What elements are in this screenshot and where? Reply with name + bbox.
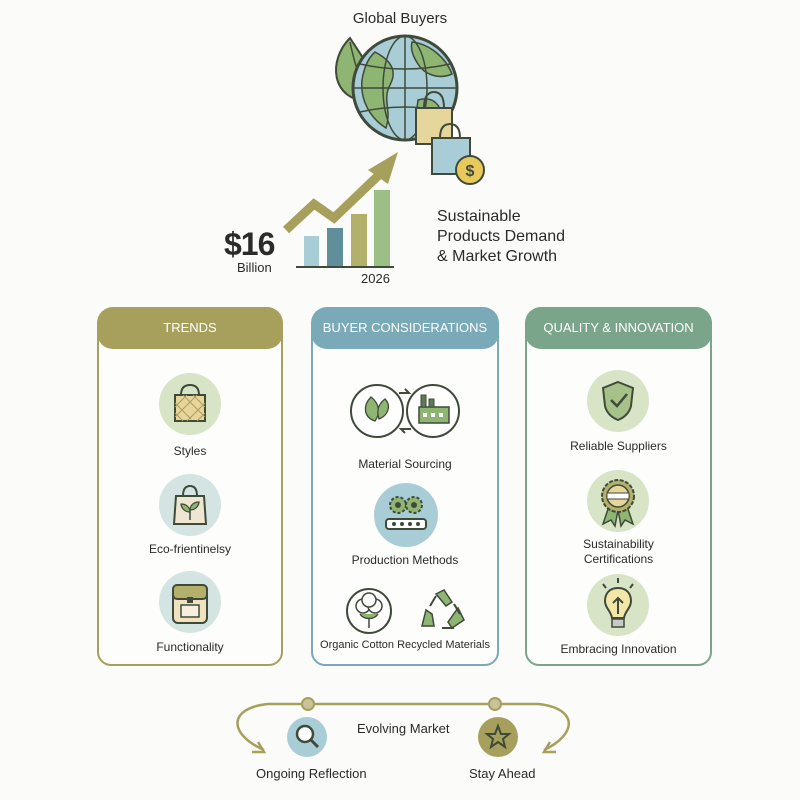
buyer-considerations-header: BUYER CONSIDERATIONS	[311, 307, 499, 349]
magnifier-icon	[287, 717, 327, 757]
growth-caption: Sustainable Products Demand & Market Gro…	[437, 207, 607, 267]
sourcing-cycle-icon	[349, 377, 461, 449]
organic-cotton-label: Organic Cotton	[320, 639, 394, 651]
materials-row: Organic Cotton Recycled Materials	[311, 638, 499, 653]
stay-ahead-label: Stay Ahead	[469, 766, 536, 781]
embracing-innovation-label: Embracing Innovation	[560, 642, 677, 656]
lightbulb-icon	[587, 574, 649, 636]
evolving-market-cycle	[228, 690, 578, 760]
ongoing-reflection-label: Ongoing Reflection	[256, 766, 367, 781]
shield-check-icon	[587, 370, 649, 432]
material-sourcing-label: Material Sourcing	[358, 457, 452, 471]
recycled-materials-label: Recycled Materials	[397, 639, 490, 651]
quality-innovation-header: QUALITY & INNOVATION	[525, 307, 712, 349]
growth-line-2: Products Demand	[437, 228, 566, 245]
certificate-badge-icon	[587, 470, 649, 532]
trend-eco: Eco-frientinelsy	[148, 542, 232, 556]
sustainability-certifications-label: Sustainability Certifications	[525, 537, 712, 567]
sustainability-line: Sustainability	[583, 537, 654, 551]
year-label: 2026	[361, 271, 390, 286]
svg-text:$: $	[466, 163, 475, 180]
cotton-icon	[344, 586, 394, 636]
trend-functionality: Functionality	[156, 640, 224, 654]
trend-styles: Styles	[173, 444, 207, 458]
growth-line-3: & Market Growth	[437, 248, 558, 265]
star-icon	[478, 717, 518, 757]
evolving-market-label: Evolving Market	[357, 721, 450, 736]
eco-bag-icon	[159, 474, 221, 536]
trends-header: TRENDS	[97, 307, 283, 349]
production-gears-icon	[374, 483, 438, 547]
production-methods-label: Production Methods	[351, 553, 459, 567]
backpack-icon	[159, 571, 221, 633]
growth-line-1: Sustainable	[437, 208, 521, 225]
global-buyers-title: Global Buyers	[352, 10, 448, 27]
market-value: $16	[224, 226, 275, 262]
growth-chart-icon	[282, 148, 410, 272]
reliable-suppliers-label: Reliable Suppliers	[570, 439, 667, 453]
recycle-icon	[418, 586, 468, 634]
market-unit: Billion	[237, 260, 272, 275]
tote-bag-icon	[159, 373, 221, 435]
globe-icon: $	[320, 30, 490, 190]
certifications-line: Certifications	[583, 552, 654, 566]
